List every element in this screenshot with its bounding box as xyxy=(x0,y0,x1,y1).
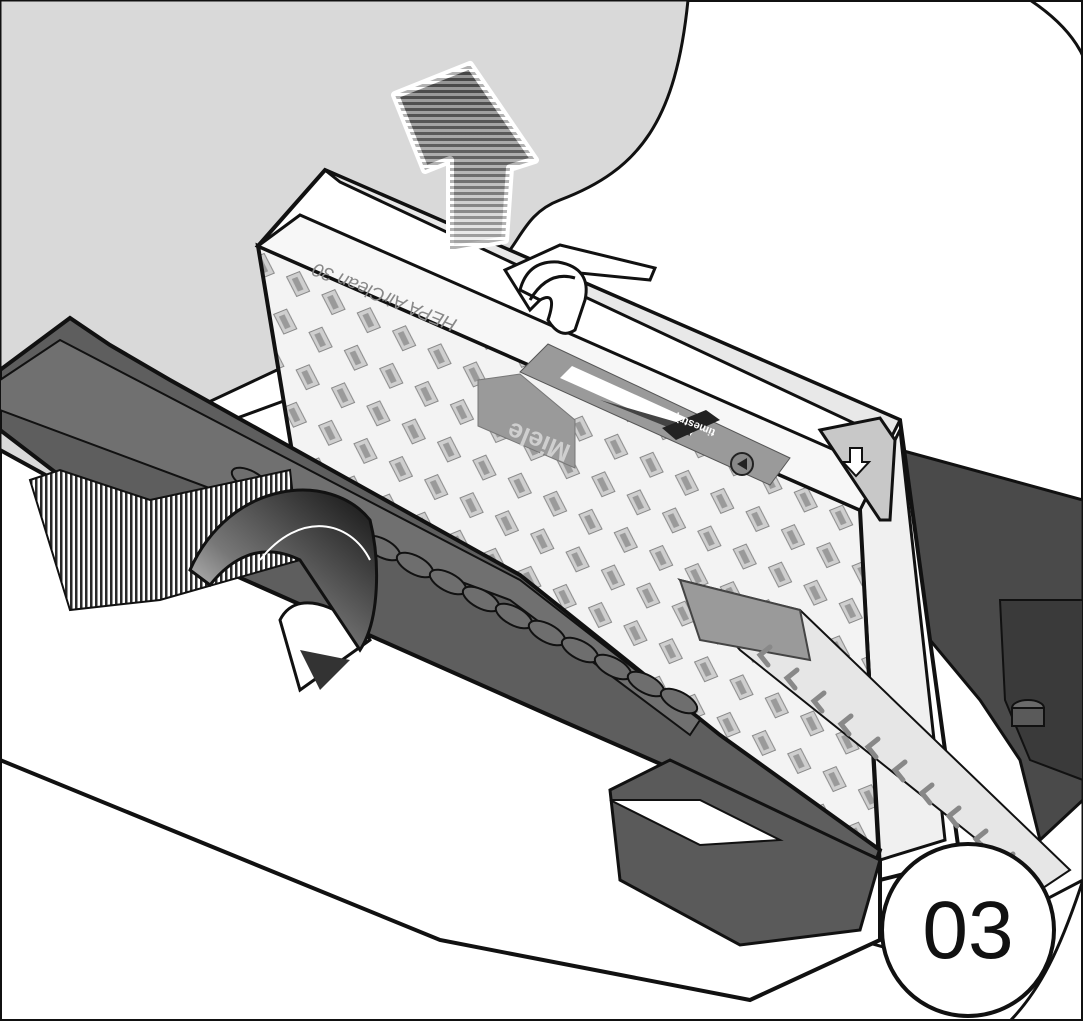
step-badge: 03 xyxy=(882,844,1054,1016)
step-number: 03 xyxy=(922,885,1013,976)
